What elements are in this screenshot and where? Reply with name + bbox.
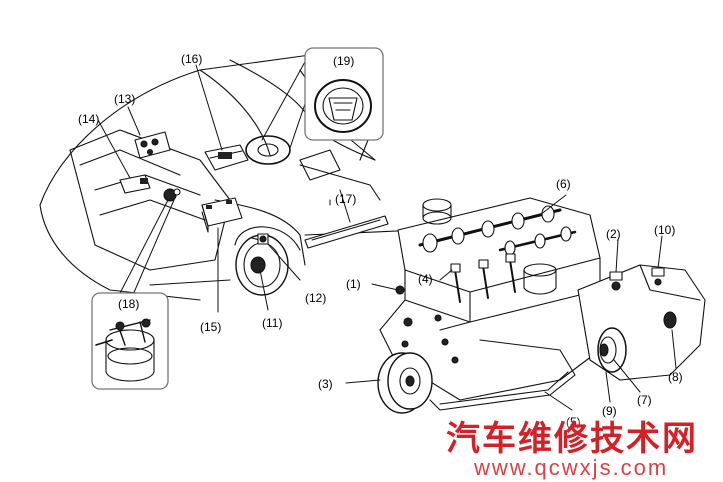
callout-10: (10) — [654, 223, 676, 237]
callout-11: (11) — [262, 316, 283, 330]
watermark-backdrop — [440, 420, 720, 480]
callout-19: (19) — [333, 54, 355, 68]
callout-3: (3) — [318, 377, 333, 391]
callout-5: (5) — [566, 415, 581, 429]
callout-9: (9) — [602, 404, 617, 418]
callout-15: (15) — [200, 320, 222, 334]
watermark-chinese-text: 汽车维修技术网 — [446, 419, 698, 459]
watermark-url-text: www.qcwxjs.com — [474, 455, 669, 480]
vehicle-leader-lines — [97, 59, 331, 313]
callout-12: (12) — [305, 291, 327, 305]
callout-14: (14) — [78, 112, 100, 126]
callout-6: (6) — [556, 177, 571, 191]
sensor-inset — [91, 292, 169, 390]
vehicle-illustration — [39, 54, 421, 301]
steering-wheel-inset — [304, 47, 384, 141]
engine-leader-lines — [345, 194, 677, 411]
callout-8: (8) — [668, 370, 683, 384]
callout-4: (4) — [418, 272, 433, 286]
callout-1: (1) — [346, 277, 361, 291]
callout-16: (16) — [181, 52, 203, 66]
callout-2: (2) — [606, 227, 621, 241]
callout-18: (18) — [118, 297, 140, 311]
callout-17: (17) — [335, 192, 357, 206]
callout-13: (13) — [114, 92, 136, 106]
engine-illustration — [377, 197, 706, 414]
callout-7: (7) — [637, 393, 652, 407]
sill-part — [304, 189, 389, 249]
